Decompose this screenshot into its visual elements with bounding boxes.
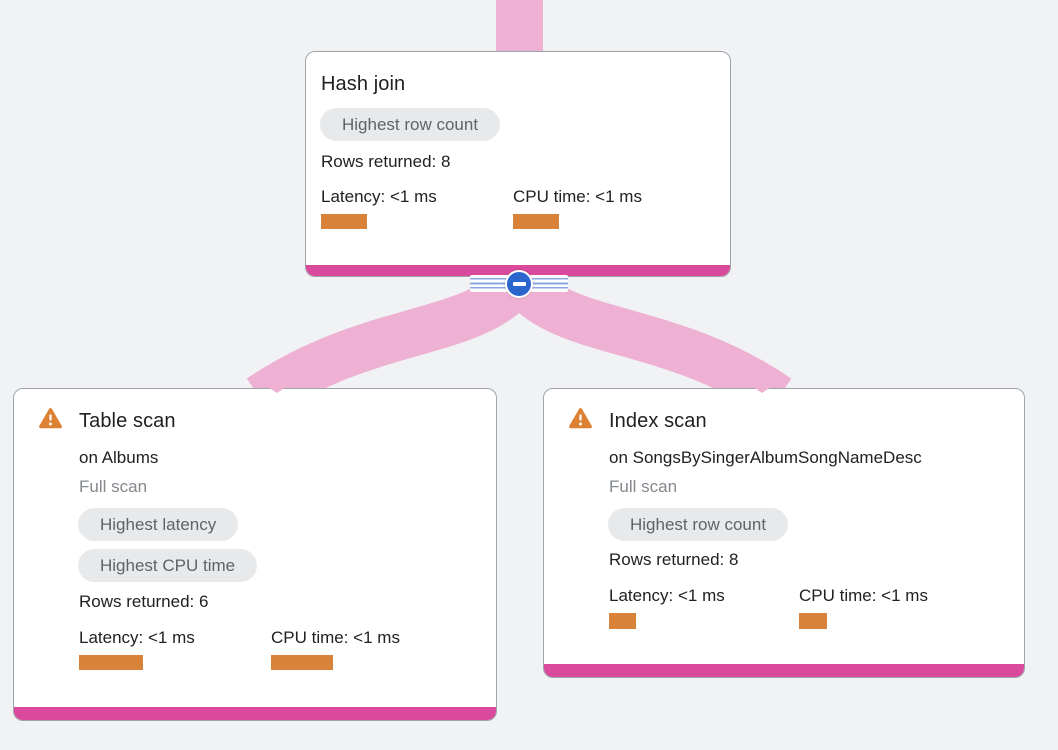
edge-hash-join-to-index-scan [498,263,792,418]
latency-metric: Latency: <1 ms [79,628,271,670]
badge-highest-cpu-time: Highest CPU time [78,549,258,582]
cpu-time-metric: CPU time: <1 ms [271,628,463,670]
node-subtitle: on SongsBySingerAlbumSongNameDesc [609,448,922,467]
node-subtitle: on Albums [79,448,159,467]
node-card-hash-join[interactable]: Hash join Highest row count Rows returne… [305,51,731,277]
latency-bar [321,214,367,229]
badge-highest-row-count: Highest row count [608,508,789,541]
cpu-time-bar [513,214,559,229]
cpu-time-label: CPU time: <1 ms [799,586,928,605]
minus-icon [512,282,526,286]
edge-parent-to-hash-join [496,0,543,53]
cpu-time-label: CPU time: <1 ms [513,187,642,206]
collapse-track [470,270,568,298]
node-title: Hash join [321,73,406,95]
collapse-button[interactable] [505,270,533,298]
latency-metric: Latency: <1 ms [321,187,513,229]
latency-label: Latency: <1 ms [609,586,725,605]
node-card-table-scan[interactable]: Table scan on Albums Full scan Highest l… [13,388,497,721]
latency-metric: Latency: <1 ms [609,586,801,629]
node-scan-type: Full scan [609,477,678,496]
node-title: Index scan [609,410,707,432]
cpu-time-bar [271,655,333,670]
warning-icon [568,407,593,429]
rows-returned: Rows returned: 8 [609,550,739,569]
latency-label: Latency: <1 ms [79,628,195,647]
latency-label: Latency: <1 ms [321,187,437,206]
accent-bar [14,707,496,720]
warning-icon [38,407,63,429]
rows-returned: Rows returned: 6 [79,592,209,611]
node-title: Table scan [79,410,176,432]
node-scan-type: Full scan [79,477,148,496]
cpu-time-metric: CPU time: <1 ms [799,586,991,629]
cpu-time-metric: CPU time: <1 ms [513,187,705,229]
cpu-time-label: CPU time: <1 ms [271,628,400,647]
latency-bar [79,655,143,670]
rows-returned: Rows returned: 8 [321,152,451,171]
badge-highest-row-count: Highest row count [320,108,501,141]
accent-bar [544,664,1024,677]
edge-hash-join-to-table-scan [246,263,540,418]
latency-bar [609,613,636,629]
badge-highest-latency: Highest latency [78,508,239,541]
node-card-index-scan[interactable]: Index scan on SongsBySingerAlbumSongName… [543,388,1025,678]
cpu-time-bar [799,613,827,629]
